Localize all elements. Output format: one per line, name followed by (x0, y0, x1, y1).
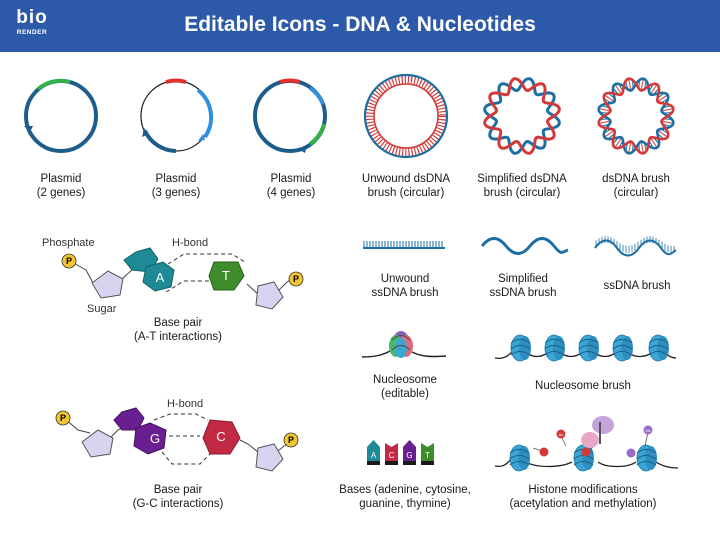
caption-nucleosome-brush: Nucleosome brush (535, 380, 631, 392)
plasmid-2-genes-icon (24, 78, 98, 153)
nucleosome-unit (636, 444, 657, 472)
nucleosome-unit (648, 334, 669, 362)
caption-dsdna-brush-circular: dsDNA brush(circular) (602, 173, 670, 199)
unwound-dsdna-circular-icon (363, 73, 449, 159)
simplified-ssdna-brush-icon (480, 237, 569, 255)
phosphate-label: Phosphate (42, 237, 95, 249)
adenine-icon (142, 261, 175, 292)
dna-rung (661, 120, 674, 124)
phosphate-icon (283, 432, 299, 448)
nucleosome-icon (361, 331, 447, 358)
plasmid-3-genes-icon (140, 78, 214, 153)
dna-rung (598, 120, 611, 124)
base-letter-a: A (371, 451, 377, 460)
p-label: P (60, 413, 66, 423)
sugar-icon (91, 270, 124, 299)
histone-modifications-icon (494, 416, 679, 472)
dna-rung (657, 94, 668, 103)
guanine-base-icon (403, 440, 416, 465)
p-label: P (293, 274, 299, 284)
base-letter-g: G (406, 451, 412, 460)
dna-rung (640, 141, 644, 154)
t-label: T (222, 268, 230, 283)
page-title: Editable Icons - DNA & Nucleotides (184, 13, 536, 36)
g-label: G (150, 431, 160, 446)
dna-rung (628, 141, 632, 154)
c-label: C (216, 429, 225, 444)
nucleosome-unit (509, 444, 530, 472)
logo-text: bio (16, 7, 48, 28)
dna-rung (614, 137, 623, 148)
dna-rung (640, 78, 644, 91)
unwound-ssdna-brush-icon (363, 241, 445, 249)
simplified-dsdna-circular-icon (483, 77, 561, 155)
icon-canvas: P P A T P P G C (24, 73, 679, 472)
caption-ssdna-brush: ssDNA brush (603, 280, 671, 292)
dna-rung (628, 78, 632, 91)
nucleosome-brush-icon (494, 334, 677, 362)
dna-rung (604, 94, 615, 103)
a-label: A (156, 270, 165, 285)
cytosine-icon (202, 419, 241, 455)
p-label: P (288, 435, 294, 445)
adenine-base-icon (367, 440, 380, 465)
logo-subtext: RENDER (16, 29, 48, 36)
caption-base-pair-gc: Base pair(G-C interactions) (132, 484, 224, 510)
hbond-label-at: H-bond (172, 237, 209, 249)
nucleosome-unit (544, 334, 565, 362)
ssdna-brush-icon (594, 236, 677, 257)
nucleosome-unit (612, 334, 633, 362)
caption-plasmid-3-genes: Plasmid(3 genes) (151, 173, 201, 199)
caption-nucleosome: Nucleosome(editable) (373, 374, 437, 400)
base-letter-t: T (425, 451, 430, 460)
caption-plasmid-4-genes: Plasmid(4 genes) (266, 173, 316, 199)
nucleosome-unit (578, 334, 599, 362)
hbond-label-gc: H-bond (167, 398, 204, 410)
caption-bases: Bases (adenine, cytosine,guanine, thymin… (339, 484, 471, 510)
phosphate-icon (61, 253, 77, 269)
biorender-logo: bio RENDER (12, 8, 52, 44)
plasmid-4-genes-icon (253, 78, 327, 153)
base-letter-c: C (389, 451, 395, 460)
thymine-base-icon (421, 443, 434, 465)
dna-rung (661, 108, 674, 112)
dna-rung (614, 84, 623, 95)
bases-row-icon (367, 440, 434, 465)
dna-rung (657, 129, 668, 138)
base-pair-at-icon (61, 247, 304, 310)
cytosine-base-icon (385, 443, 398, 465)
caption-base-pair-at: Base pair(A-T interactions) (134, 317, 222, 343)
sugar-label: Sugar (87, 303, 117, 315)
thymine-icon (208, 261, 245, 291)
nucleosome-unit (510, 334, 531, 362)
methyl-mark-label: Me (645, 428, 651, 433)
acetyl-mark-label: Ac (559, 432, 564, 437)
phosphate-icon (288, 271, 304, 287)
guanine-icon (133, 422, 167, 455)
p-label: P (66, 256, 72, 266)
dna-rung (649, 137, 658, 148)
phosphate-icon (55, 410, 71, 426)
dsdna-brush-circular-icon (597, 77, 675, 155)
dna-rung (598, 108, 611, 112)
caption-histone-modifications: Histone modifications(acetylation and me… (509, 484, 657, 510)
dna-rung (604, 129, 615, 138)
header-bar: bio RENDER Editable Icons - DNA & Nucleo… (0, 0, 720, 52)
dna-rung (649, 84, 658, 95)
base-pair-gc-icon (55, 407, 299, 472)
caption-plasmid-2-genes: Plasmid(2 genes) (36, 173, 86, 199)
